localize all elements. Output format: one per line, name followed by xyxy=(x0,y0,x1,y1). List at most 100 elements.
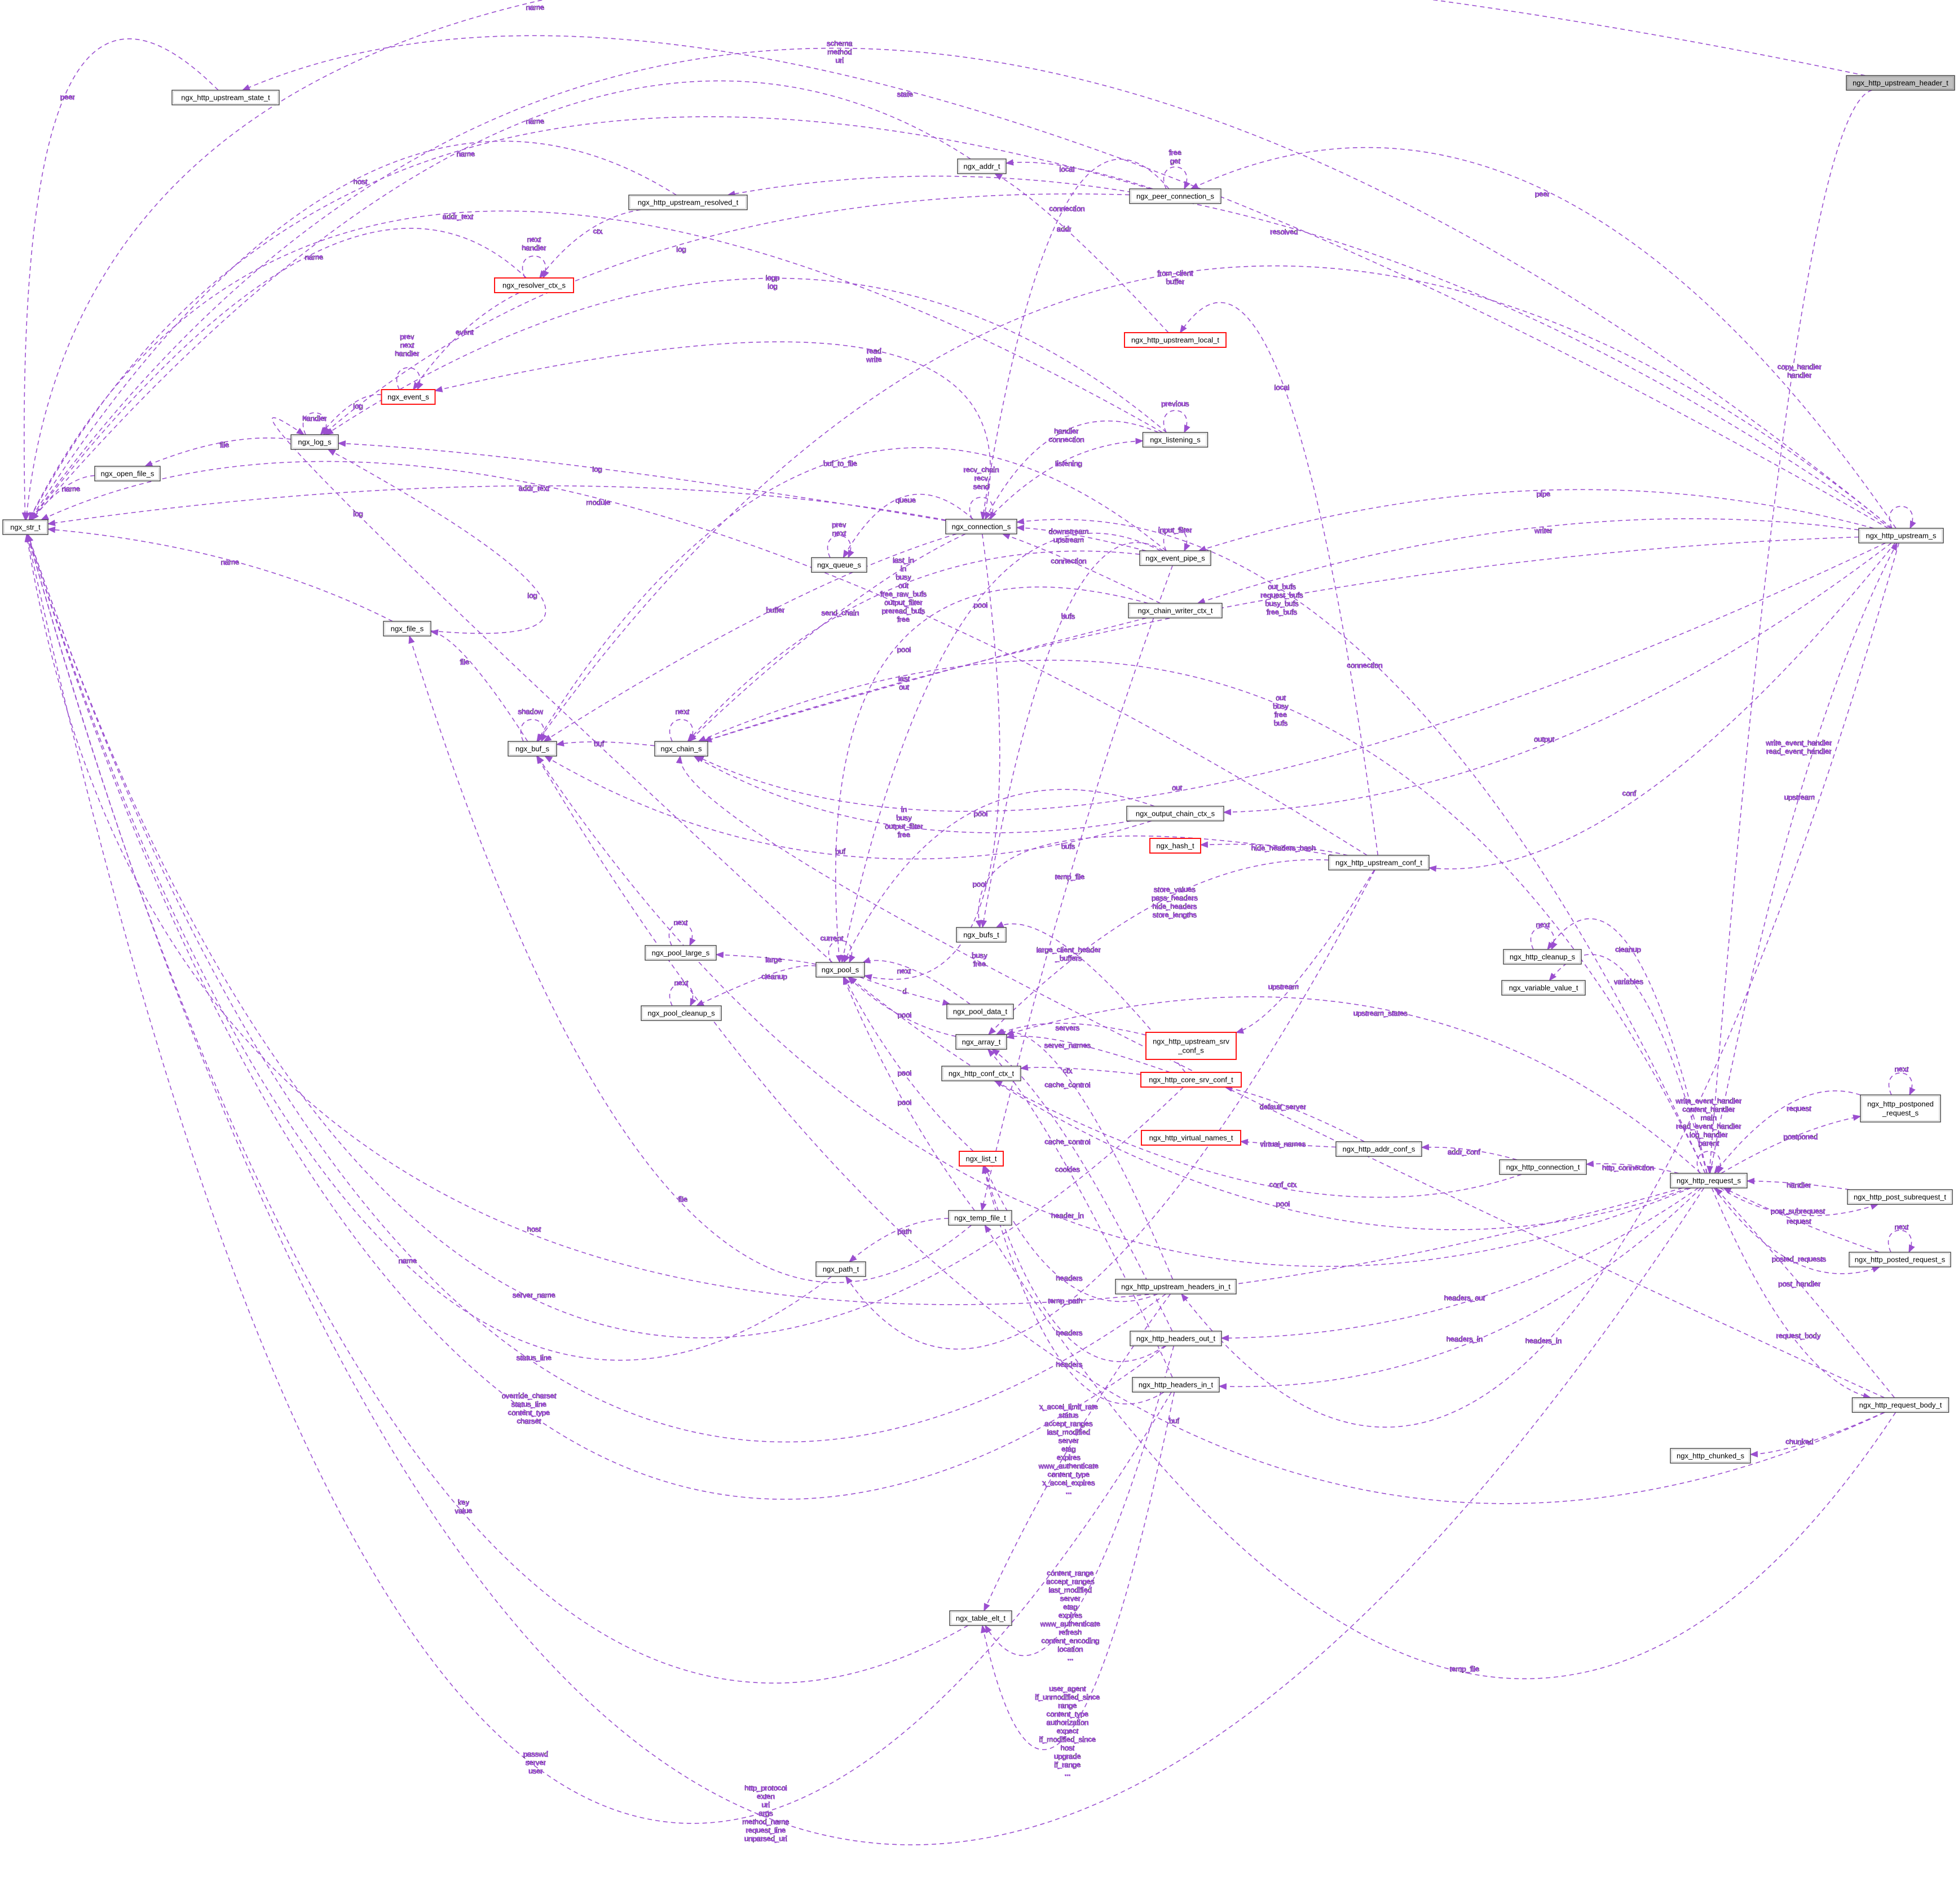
node-label-us[interactable]: ngx_http_upstream_s xyxy=(1866,532,1937,540)
node-label-usc[interactable]: ngx_http_upstream_srv_conf_s xyxy=(1153,1037,1229,1055)
node-ngx_file_s[interactable]: ngx_file_s xyxy=(383,621,431,637)
node-label-te[interactable]: ngx_table_elt_t xyxy=(956,1614,1006,1623)
node-ngx_queue_s[interactable]: ngx_queue_s xyxy=(811,557,867,573)
node-label-pcl[interactable]: ngx_pool_cleanup_s xyxy=(647,1009,715,1018)
node-ngx_event_s[interactable]: ngx_event_s xyxy=(381,389,436,405)
node-label-vn[interactable]: ngx_http_virtual_names_t xyxy=(1149,1134,1233,1142)
node-label-pl[interactable]: ngx_pool_large_s xyxy=(652,949,710,957)
node-label-of[interactable]: ngx_open_file_s xyxy=(101,470,155,478)
node-ngx_http_request_s[interactable]: ngx_http_request_s xyxy=(1670,1173,1748,1189)
node-ngx_open_file_s[interactable]: ngx_open_file_s xyxy=(94,466,161,481)
node-ngx_addr_t[interactable]: ngx_addr_t xyxy=(957,158,1007,174)
node-label-ar[interactable]: ngx_array_t xyxy=(962,1038,1001,1046)
node-ngx_http_conf_ctx_t[interactable]: ngx_http_conf_ctx_t xyxy=(941,1066,1021,1081)
node-label-hdr[interactable]: ngx_http_upstream_header_t xyxy=(1853,79,1948,87)
node-label-cw[interactable]: ngx_chain_writer_ctx_t xyxy=(1138,607,1213,615)
node-ngx_temp_file_t[interactable]: ngx_temp_file_t xyxy=(948,1210,1012,1226)
node-ngx_http_virtual_names_t[interactable]: ngx_http_virtual_names_t xyxy=(1141,1130,1241,1146)
node-ngx_http_upstream_headers_in_t[interactable]: ngx_http_upstream_headers_in_t xyxy=(1115,1279,1237,1295)
node-ngx_http_post_subrequest_t[interactable]: ngx_http_post_subrequest_t xyxy=(1847,1189,1953,1205)
node-label-bf[interactable]: ngx_buf_s xyxy=(515,745,549,753)
node-label-bfs[interactable]: ngx_bufs_t xyxy=(963,931,999,939)
node-label-adr[interactable]: ngx_addr_t xyxy=(963,162,1000,171)
node-ngx_chain_s[interactable]: ngx_chain_s xyxy=(654,741,708,757)
node-ngx_variable_value_t[interactable]: ngx_variable_value_t xyxy=(1501,980,1586,996)
node-label-vv[interactable]: ngx_variable_value_t xyxy=(1509,984,1578,992)
node-label-cl[interactable]: ngx_http_cleanup_s xyxy=(1510,953,1576,961)
node-ngx_connection_s[interactable]: ngx_connection_s xyxy=(945,519,1017,534)
node-ngx_peer_connection_s[interactable]: ngx_peer_connection_s xyxy=(1129,188,1221,204)
node-ngx_str_t[interactable]: ngx_str_t xyxy=(2,519,48,535)
node-ngx_pool_cleanup_s[interactable]: ngx_pool_cleanup_s xyxy=(641,1005,722,1021)
node-label-rq[interactable]: ngx_http_request_s xyxy=(1677,1177,1741,1185)
node-label-qu[interactable]: ngx_queue_s xyxy=(817,561,862,569)
node-label-lg[interactable]: ngx_log_s xyxy=(298,438,332,447)
node-label-ho[interactable]: ngx_http_headers_out_t xyxy=(1136,1335,1216,1343)
node-label-pc[interactable]: ngx_peer_connection_s xyxy=(1136,192,1215,201)
node-ngx_buf_s[interactable]: ngx_buf_s xyxy=(508,741,557,757)
node-label-rb[interactable]: ngx_http_request_body_t xyxy=(1859,1401,1942,1410)
node-label-pd[interactable]: ngx_pool_data_t xyxy=(953,1008,1008,1016)
node-ngx_pool_large_s[interactable]: ngx_pool_large_s xyxy=(645,945,717,961)
node-ngx_http_headers_in_t[interactable]: ngx_http_headers_in_t xyxy=(1132,1377,1220,1393)
node-label-hc[interactable]: ngx_http_connection_t xyxy=(1506,1163,1580,1172)
node-ngx_http_upstream_srv_conf_s[interactable]: ngx_http_upstream_srv_conf_s xyxy=(1145,1032,1237,1060)
node-label-po[interactable]: ngx_pool_s xyxy=(822,966,859,974)
node-ngx_hash_t[interactable]: ngx_hash_t xyxy=(1149,838,1201,854)
node-ngx_http_request_body_t[interactable]: ngx_http_request_body_t xyxy=(1851,1397,1950,1413)
node-ngx_http_upstream_header_t[interactable]: ngx_http_upstream_header_t xyxy=(1846,75,1955,91)
node-ngx_http_upstream_local_t[interactable]: ngx_http_upstream_local_t xyxy=(1124,332,1227,348)
node-label-ust[interactable]: ngx_http_upstream_state_t xyxy=(181,94,270,102)
node-label-ev[interactable]: ngx_event_s xyxy=(387,393,429,401)
node-ngx_http_postponed_request_s[interactable]: ngx_http_postponed_request_s xyxy=(1860,1094,1941,1123)
node-ngx_array_t[interactable]: ngx_array_t xyxy=(955,1034,1007,1050)
node-label-rc[interactable]: ngx_resolver_ctx_s xyxy=(502,281,566,290)
node-label-fl[interactable]: ngx_file_s xyxy=(391,625,424,633)
node-label-tf[interactable]: ngx_temp_file_t xyxy=(954,1214,1006,1222)
node-label-ac[interactable]: ngx_http_addr_conf_s xyxy=(1343,1145,1415,1154)
node-ngx_table_elt_t[interactable]: ngx_table_elt_t xyxy=(949,1610,1012,1626)
node-ngx_list_t[interactable]: ngx_list_t xyxy=(959,1151,1004,1167)
node-ngx_resolver_ctx_s[interactable]: ngx_resolver_ctx_s xyxy=(494,277,574,293)
node-ngx_http_cleanup_s[interactable]: ngx_http_cleanup_s xyxy=(1503,949,1582,965)
node-label-uc[interactable]: ngx_http_upstream_conf_t xyxy=(1335,859,1422,867)
node-ngx_http_upstream_state_t[interactable]: ngx_http_upstream_state_t xyxy=(171,90,280,105)
node-label-oc[interactable]: ngx_output_chain_ctx_s xyxy=(1136,810,1215,818)
node-label-cc[interactable]: ngx_http_conf_ctx_t xyxy=(949,1070,1015,1078)
node-ngx_pool_data_t[interactable]: ngx_pool_data_t xyxy=(946,1004,1014,1019)
node-label-ck[interactable]: ngx_http_chunked_s xyxy=(1677,1452,1744,1460)
node-label-ppr[interactable]: ngx_http_postponed_request_s xyxy=(1867,1100,1934,1117)
node-ngx_http_upstream_resolved_t[interactable]: ngx_http_upstream_resolved_t xyxy=(628,195,748,210)
node-label-pa[interactable]: ngx_path_t xyxy=(823,1265,859,1274)
node-label-hi[interactable]: ngx_http_headers_in_t xyxy=(1139,1381,1214,1389)
node-ngx_event_pipe_s[interactable]: ngx_event_pipe_s xyxy=(1139,550,1211,566)
node-ngx_listening_s[interactable]: ngx_listening_s xyxy=(1142,432,1209,448)
node-ngx_pool_s[interactable]: ngx_pool_s xyxy=(815,962,865,978)
node-label-hs[interactable]: ngx_hash_t xyxy=(1156,842,1194,850)
node-label-psr[interactable]: ngx_http_post_subrequest_t xyxy=(1854,1193,1946,1201)
node-ngx_http_posted_request_s[interactable]: ngx_http_posted_request_s xyxy=(1849,1252,1951,1267)
node-label-pr[interactable]: ngx_http_posted_request_s xyxy=(1855,1256,1946,1264)
node-ngx_http_addr_conf_s[interactable]: ngx_http_addr_conf_s xyxy=(1335,1141,1422,1157)
node-ngx_http_core_srv_conf_t[interactable]: ngx_http_core_srv_conf_t xyxy=(1140,1072,1242,1088)
node-ngx_log_s[interactable]: ngx_log_s xyxy=(290,434,339,450)
node-label-ls[interactable]: ngx_listening_s xyxy=(1150,436,1201,444)
node-ngx_http_chunked_s[interactable]: ngx_http_chunked_s xyxy=(1670,1448,1751,1464)
node-label-ch[interactable]: ngx_chain_s xyxy=(661,745,702,753)
node-label-st[interactable]: ngx_str_t xyxy=(10,523,41,532)
node-ngx_http_upstream_s[interactable]: ngx_http_upstream_s xyxy=(1858,528,1944,544)
node-ngx_bufs_t[interactable]: ngx_bufs_t xyxy=(956,927,1007,943)
node-ngx_http_upstream_conf_t[interactable]: ngx_http_upstream_conf_t xyxy=(1328,855,1430,871)
node-label-li[interactable]: ngx_list_t xyxy=(966,1155,997,1163)
node-label-ep[interactable]: ngx_event_pipe_s xyxy=(1145,554,1205,563)
node-label-uhi[interactable]: ngx_http_upstream_headers_in_t xyxy=(1121,1283,1231,1291)
node-label-csc[interactable]: ngx_http_core_srv_conf_t xyxy=(1149,1076,1233,1084)
node-ngx_http_headers_out_t[interactable]: ngx_http_headers_out_t xyxy=(1130,1331,1222,1346)
node-ngx_http_connection_t[interactable]: ngx_http_connection_t xyxy=(1499,1159,1587,1175)
node-label-cn[interactable]: ngx_connection_s xyxy=(952,523,1011,531)
node-label-res[interactable]: ngx_http_upstream_resolved_t xyxy=(638,198,739,207)
node-ngx_path_t[interactable]: ngx_path_t xyxy=(815,1261,866,1277)
node-ngx_chain_writer_ctx_t[interactable]: ngx_chain_writer_ctx_t xyxy=(1128,603,1223,619)
node-label-ul[interactable]: ngx_http_upstream_local_t xyxy=(1131,336,1219,344)
node-ngx_output_chain_ctx_s[interactable]: ngx_output_chain_ctx_s xyxy=(1126,806,1224,821)
